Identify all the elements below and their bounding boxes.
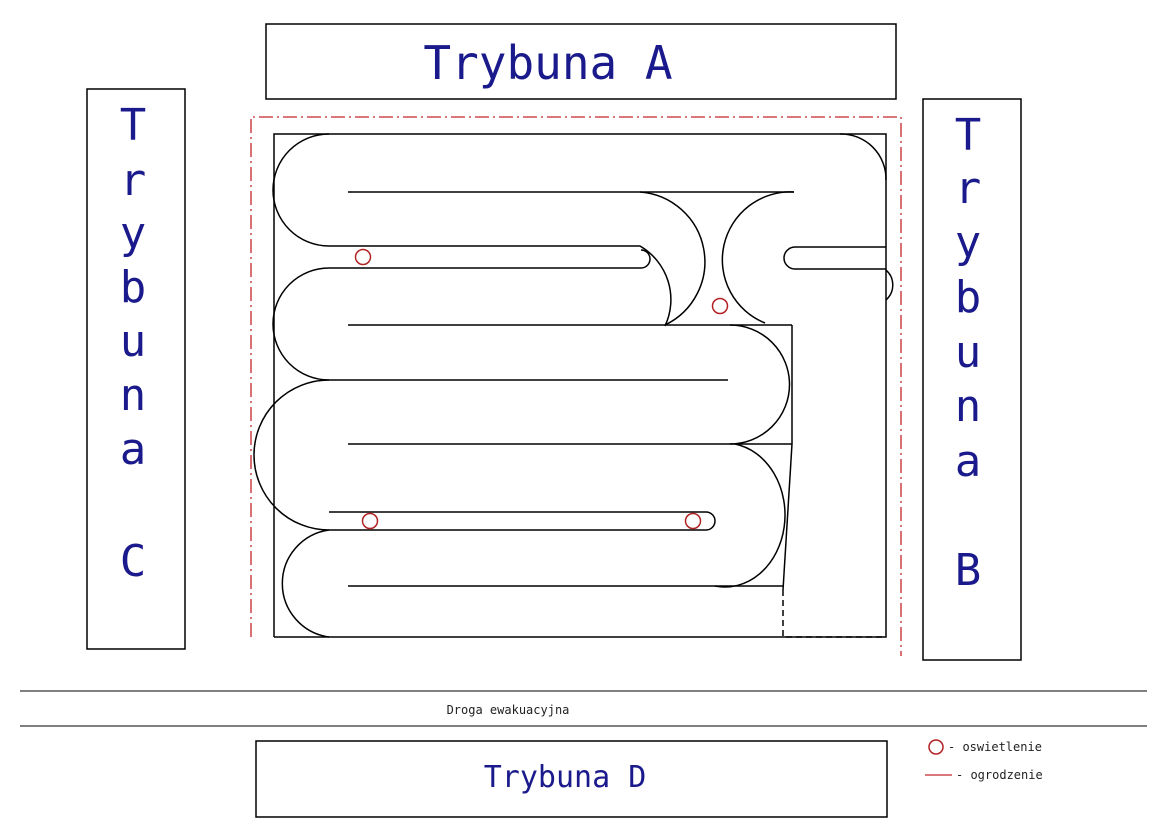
track-curve [729, 324, 791, 445]
track-curve [885, 269, 894, 301]
stand-b-letter: a [955, 436, 982, 487]
stand-b-letter: b [955, 272, 982, 323]
legend: - oswietlenie - ogrodzenie [925, 739, 1043, 782]
track-hairpin [783, 246, 886, 270]
lighting-marker [684, 512, 702, 530]
evacuation-road: Droga ewakuacyjna [20, 690, 1147, 727]
legend-lighting-label: - oswietlenie [948, 740, 1042, 754]
lighting-marker [361, 512, 379, 530]
stand-b-letter: r [955, 163, 982, 214]
stand-a-label: Trybuna A [423, 36, 672, 90]
track-curve [272, 133, 672, 327]
track-curve [839, 133, 887, 181]
stand-c-letter: u [120, 316, 147, 367]
stand-c-letter: n [120, 370, 147, 421]
track-line [329, 249, 651, 269]
stand-c-letter: C [120, 536, 147, 587]
stand-b-letter: y [955, 217, 982, 268]
stand-c-letter: b [120, 262, 147, 313]
stand-b-box [922, 98, 1022, 661]
track-curve [705, 511, 716, 531]
stand-b-letter: T [955, 110, 982, 161]
track-curve [714, 443, 786, 588]
stand-a-box [265, 23, 897, 100]
track-line [782, 443, 793, 591]
track-curve [721, 191, 795, 324]
stand-c-letter: r [120, 155, 147, 206]
evacuation-road-label: Droga ewakuacyjna [447, 703, 570, 717]
track-curve [281, 529, 330, 638]
stand-b: T r y b u n a B [922, 98, 1022, 661]
track-curve [639, 191, 706, 326]
lighting-marker [711, 297, 729, 315]
track-boundary [273, 133, 887, 638]
stand-a: Trybuna A [265, 23, 897, 100]
stand-c-box [86, 88, 186, 650]
track-exit-dashed [782, 590, 886, 638]
stand-b-letter: B [955, 545, 982, 596]
stand-d-label: Trybuna D [484, 760, 647, 795]
lighting-markers [354, 248, 729, 530]
track-curve [272, 267, 728, 381]
stand-c-letter: a [120, 424, 147, 475]
track-curve [253, 379, 706, 531]
stand-b-letter: n [955, 381, 982, 432]
stand-c-letter: T [120, 100, 147, 151]
stand-b-letter: u [955, 327, 982, 378]
legend-fence-label: - ogrodzenie [956, 768, 1043, 782]
stand-c: T r y b u n a C [86, 88, 186, 650]
legend-lighting-icon [928, 739, 944, 755]
stand-c-letter: y [120, 208, 147, 259]
stand-d: Trybuna D [255, 740, 888, 818]
lighting-marker [354, 248, 372, 266]
fence-line [250, 116, 902, 656]
stand-d-box [255, 740, 888, 818]
track [253, 133, 894, 638]
